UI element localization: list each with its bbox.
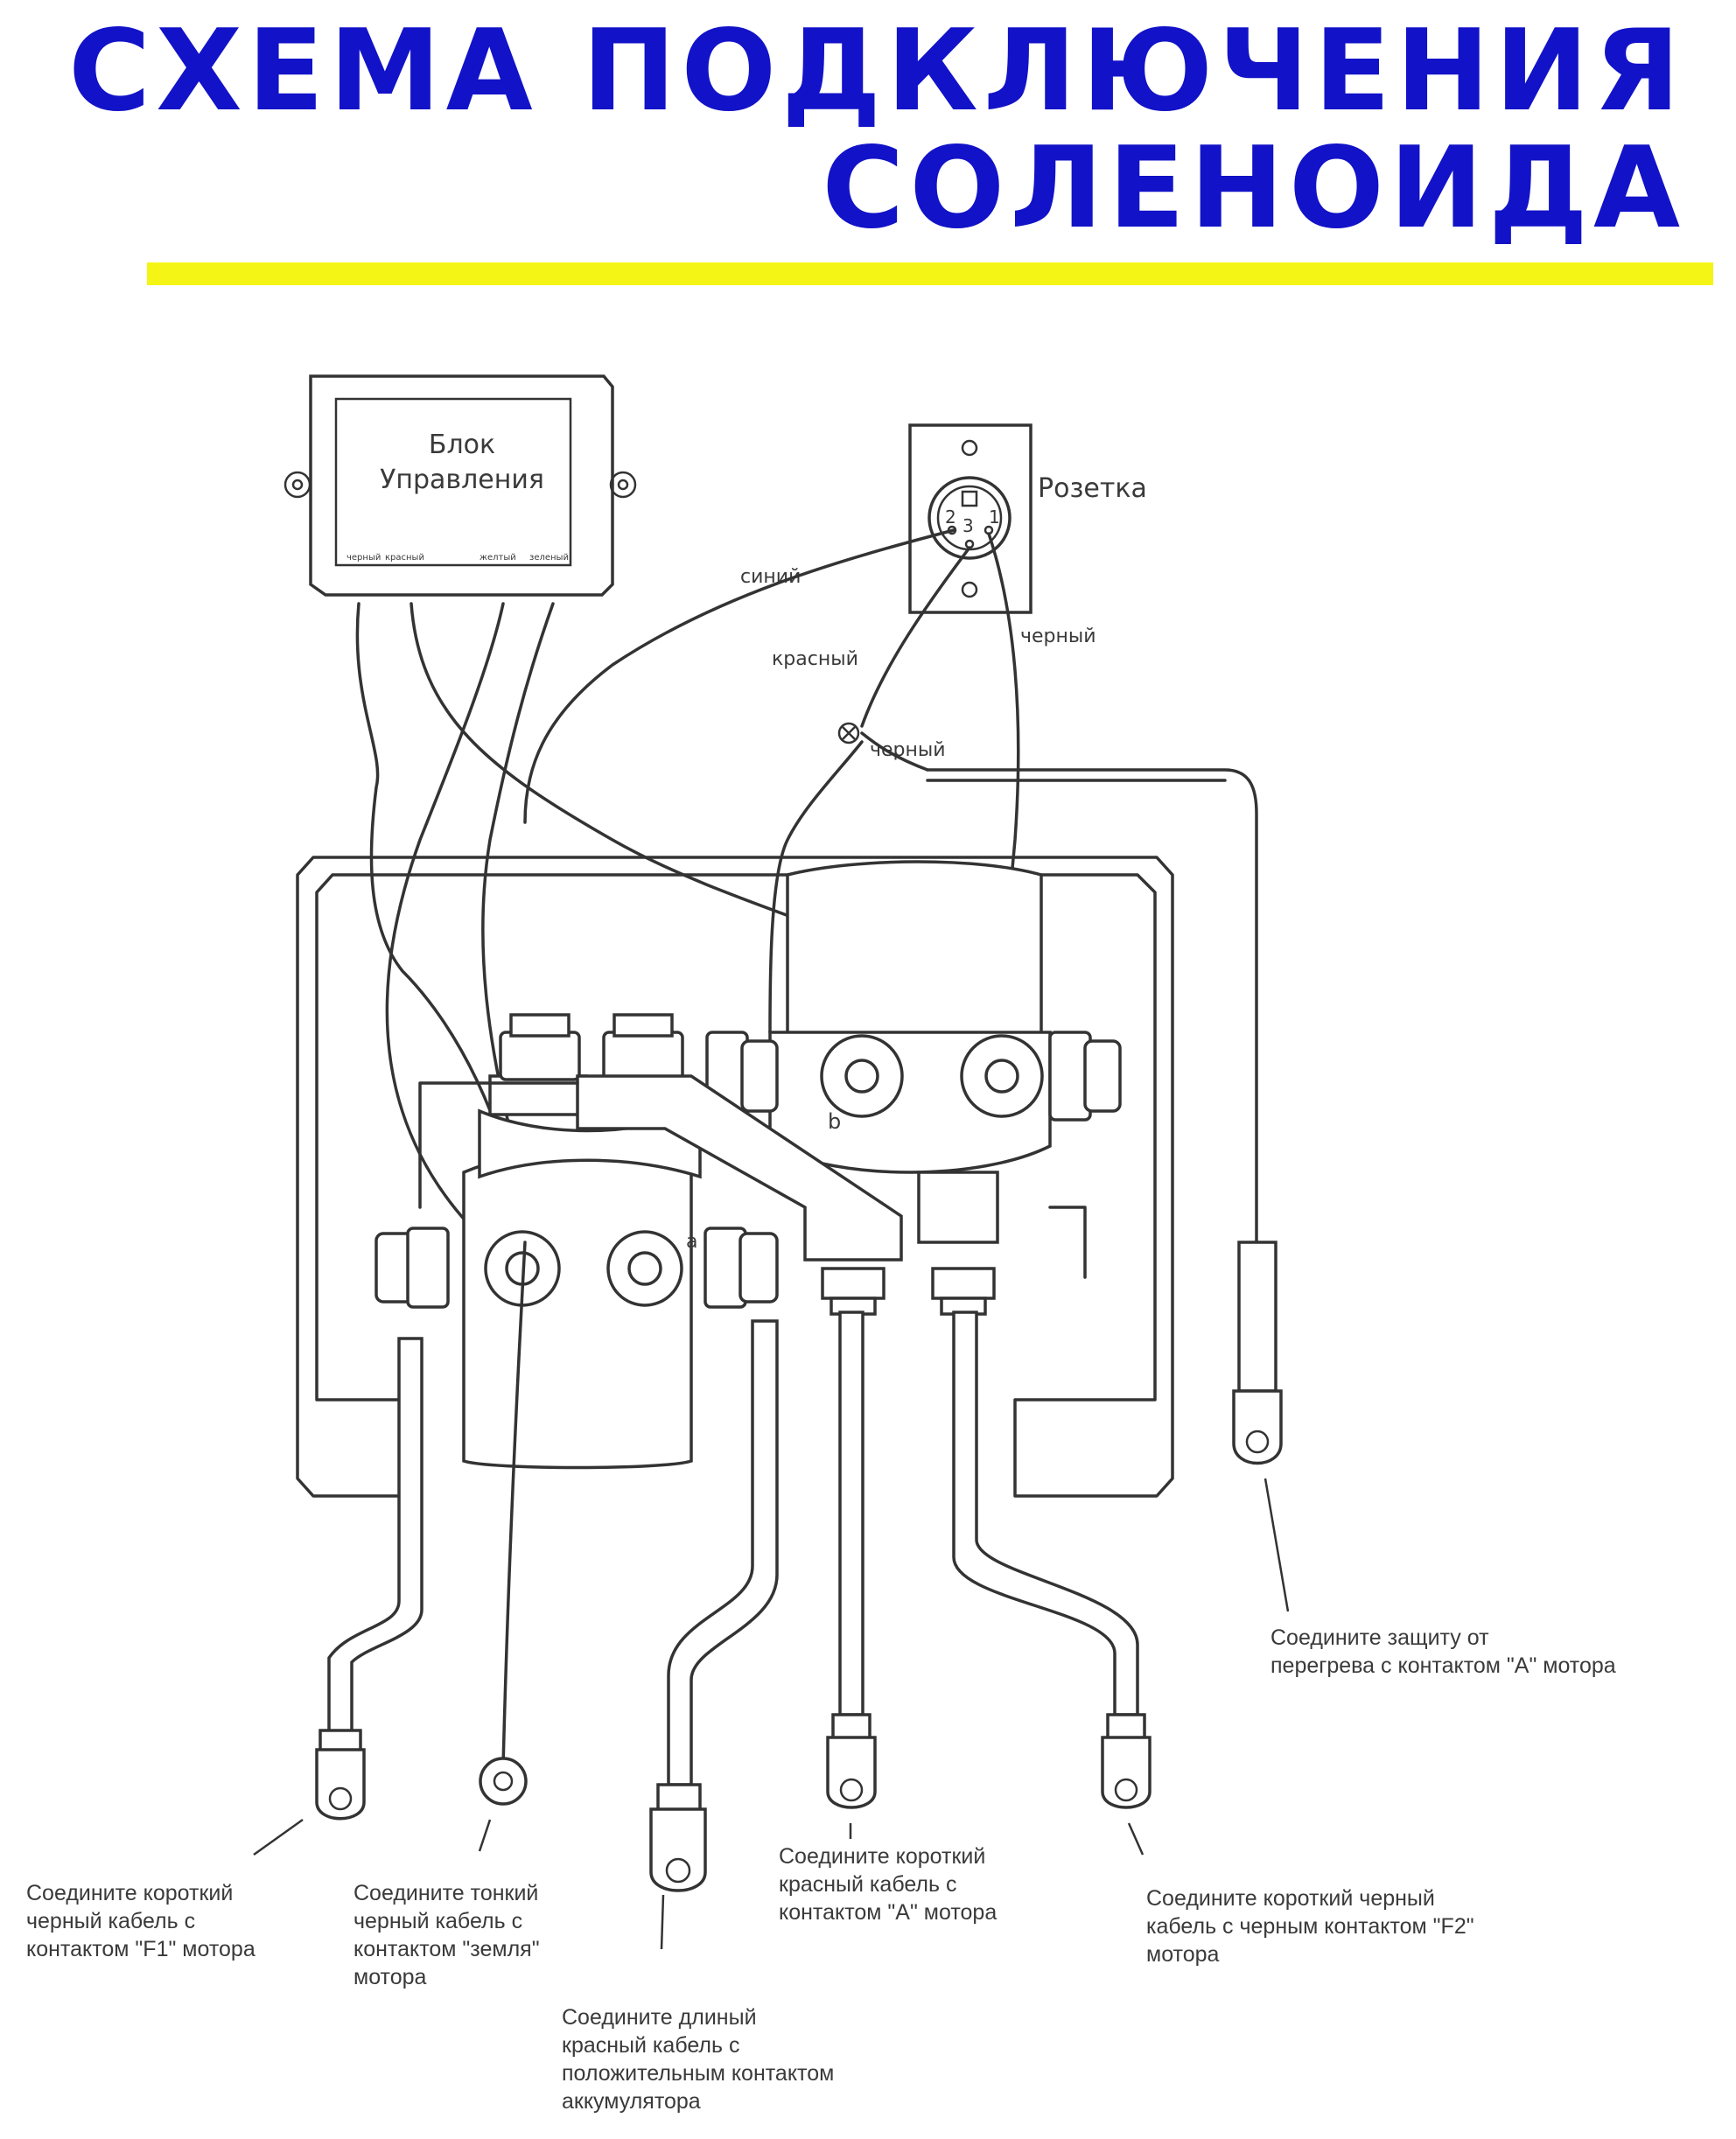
- wire-thermal: [926, 768, 1258, 1244]
- control-box-label-2: Управления: [380, 465, 544, 495]
- leader-f2: [1127, 1822, 1144, 1856]
- cable-ground: [501, 1241, 527, 1769]
- wire-label-red: красный: [772, 648, 858, 670]
- terminal-label-a: a: [686, 1231, 697, 1253]
- wire-socket-blue: [523, 528, 956, 824]
- socket-pin-1: 1: [989, 507, 1000, 528]
- mount-ear-right: [609, 471, 637, 499]
- wire-mark-green: зеленый: [529, 553, 569, 563]
- accent-bar: [147, 262, 1713, 285]
- leader-ground: [478, 1819, 492, 1852]
- wire-label-black-socket: черный: [1020, 626, 1096, 647]
- terminal-label-b: b: [828, 1109, 841, 1134]
- title-line-1: СХЕМА ПОДКЛЮЧЕНИЯ: [68, 6, 1685, 136]
- leader-f1: [253, 1818, 304, 1856]
- lug-thermal: [1232, 1389, 1283, 1465]
- wire-socket-red: [860, 546, 971, 728]
- control-box: Блок Управления черный красный желтый зе…: [284, 374, 637, 597]
- wire-mark-black: черный: [346, 553, 381, 563]
- wire-label-black-junction: черный: [870, 739, 946, 761]
- lug-f2: [1101, 1736, 1152, 1809]
- mount-ear-left: [284, 471, 312, 499]
- lug-battery: [649, 1807, 707, 1892]
- bus-bar: [576, 1074, 903, 1262]
- wire-control-black: [355, 602, 527, 1244]
- solenoid-right: b: [705, 860, 1122, 1244]
- wire-junction-black: [860, 731, 929, 772]
- cable-f2: [952, 1311, 1139, 1716]
- socket-pin-3: 3: [962, 515, 974, 536]
- thermal-sleeve: [1237, 1241, 1278, 1393]
- lug-motor-a: [826, 1736, 877, 1809]
- wire-mark-red: красный: [385, 553, 424, 563]
- wire-junction: [837, 722, 860, 744]
- lug-f1: [315, 1748, 366, 1821]
- title-line-2: СОЛЕНОИДА: [822, 123, 1685, 254]
- socket-pin-2: 2: [945, 507, 956, 528]
- control-box-label-1: Блок: [429, 430, 495, 460]
- leader-thermal: [1264, 1478, 1290, 1612]
- wire-mark-yellow: желтый: [480, 553, 516, 563]
- socket-label: Розетка: [1038, 473, 1147, 504]
- wire-red-to-solenoid: [768, 740, 864, 1034]
- cable-motor-a: [838, 1311, 864, 1716]
- cable-f1: [327, 1337, 424, 1734]
- socket: 2 3 1 Розетка: [908, 423, 1147, 614]
- leader-battery: [660, 1894, 665, 1950]
